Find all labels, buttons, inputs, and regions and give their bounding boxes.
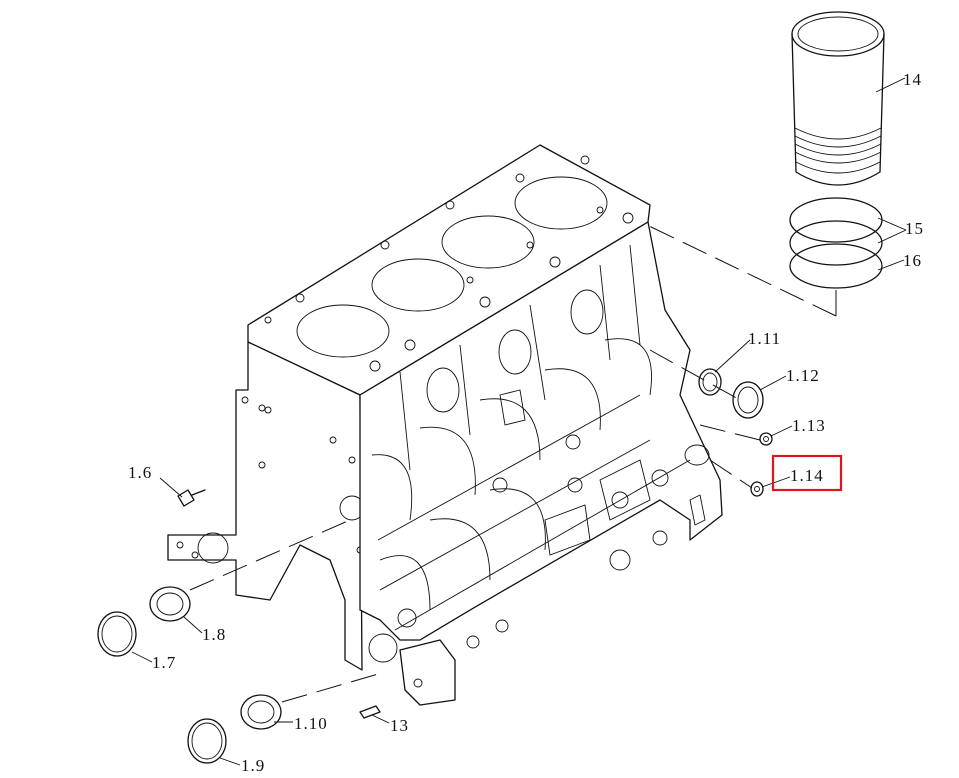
liner-o-rings[interactable] [789, 197, 883, 289]
callout-1-11: 1.11 [748, 329, 781, 348]
bolt-1-6[interactable] [177, 489, 206, 507]
callout-1-6: 1.6 [128, 463, 152, 482]
callout-1-14[interactable]: 1.14 [790, 466, 824, 485]
callout-1-7: 1.7 [152, 653, 176, 672]
leader-lines [131, 77, 907, 766]
callout-16: 16 [903, 251, 922, 270]
bearing-1-10[interactable] [240, 694, 282, 730]
callout-1-13: 1.13 [792, 416, 826, 435]
plug-1-13[interactable] [759, 432, 773, 446]
highlight-box [771, 454, 843, 492]
assembly-lines [189, 349, 761, 703]
callout-14: 14 [903, 70, 922, 89]
seal-ring-1-7[interactable] [97, 611, 137, 657]
bearing-1-8[interactable] [149, 586, 191, 622]
bushing-1-11[interactable] [698, 368, 722, 396]
callout-1-8: 1.8 [202, 625, 226, 644]
callout-1-9: 1.9 [241, 756, 265, 775]
cylinder-liner[interactable] [791, 11, 885, 186]
plug-1-14[interactable] [750, 481, 764, 497]
callout-1-12: 1.12 [786, 366, 820, 385]
engine-block[interactable] [167, 144, 723, 706]
liner-assembly-line [619, 211, 837, 317]
callout-1-10: 1.10 [294, 714, 328, 733]
bushing-1-12[interactable] [732, 381, 764, 419]
dowel-pin-13[interactable] [359, 705, 381, 719]
callout-13: 13 [390, 716, 409, 735]
callout-15: 15 [905, 219, 924, 238]
seal-ring-1-9[interactable] [187, 718, 227, 764]
callout-labels: 14 15 16 1.11 1.12 1.13 1.14 1.6 1.8 1.7… [128, 70, 924, 775]
